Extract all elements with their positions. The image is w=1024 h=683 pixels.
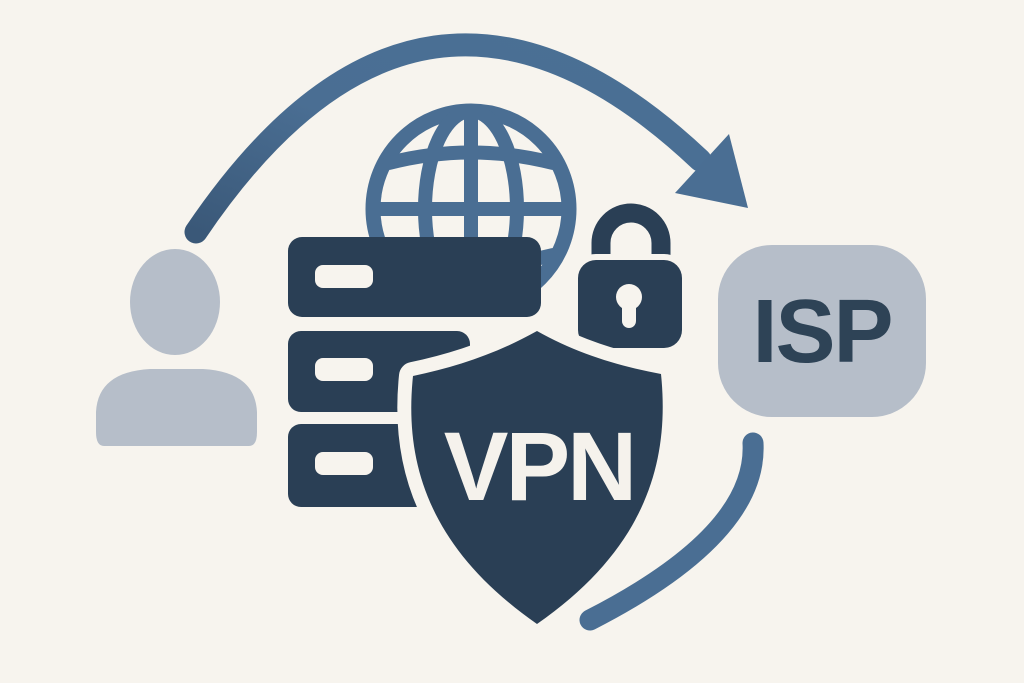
- vpn-shield-icon: VPN: [397, 317, 677, 638]
- server-slot: [315, 358, 373, 381]
- shield-shape: [397, 317, 677, 638]
- server-unit: [288, 237, 541, 317]
- padlock-shackle: [591, 203, 671, 268]
- flow-arrow-bottom-shaft: [579, 432, 764, 631]
- padlock-icon: [572, 195, 688, 354]
- globe-parallel-upper: [382, 145, 560, 170]
- isp-badge: ISP: [718, 245, 926, 417]
- server-slot: [315, 452, 373, 475]
- padlock-keyhole: [616, 284, 642, 310]
- padlock-keyhole-stem: [622, 300, 636, 328]
- isp-badge-shape: [718, 245, 926, 417]
- flow-arrow-bottom-icon: [579, 432, 764, 631]
- vpn-label: VPN: [444, 412, 634, 521]
- user-body: [96, 369, 257, 446]
- user-icon: [96, 249, 257, 446]
- server-slot: [315, 265, 373, 288]
- isp-label: ISP: [752, 282, 891, 382]
- flow-arrow-top-icon: [184, 33, 748, 244]
- flow-arrow-top-head: [675, 134, 748, 208]
- flow-arrow-top-shaft: [184, 33, 712, 244]
- user-head: [130, 249, 220, 355]
